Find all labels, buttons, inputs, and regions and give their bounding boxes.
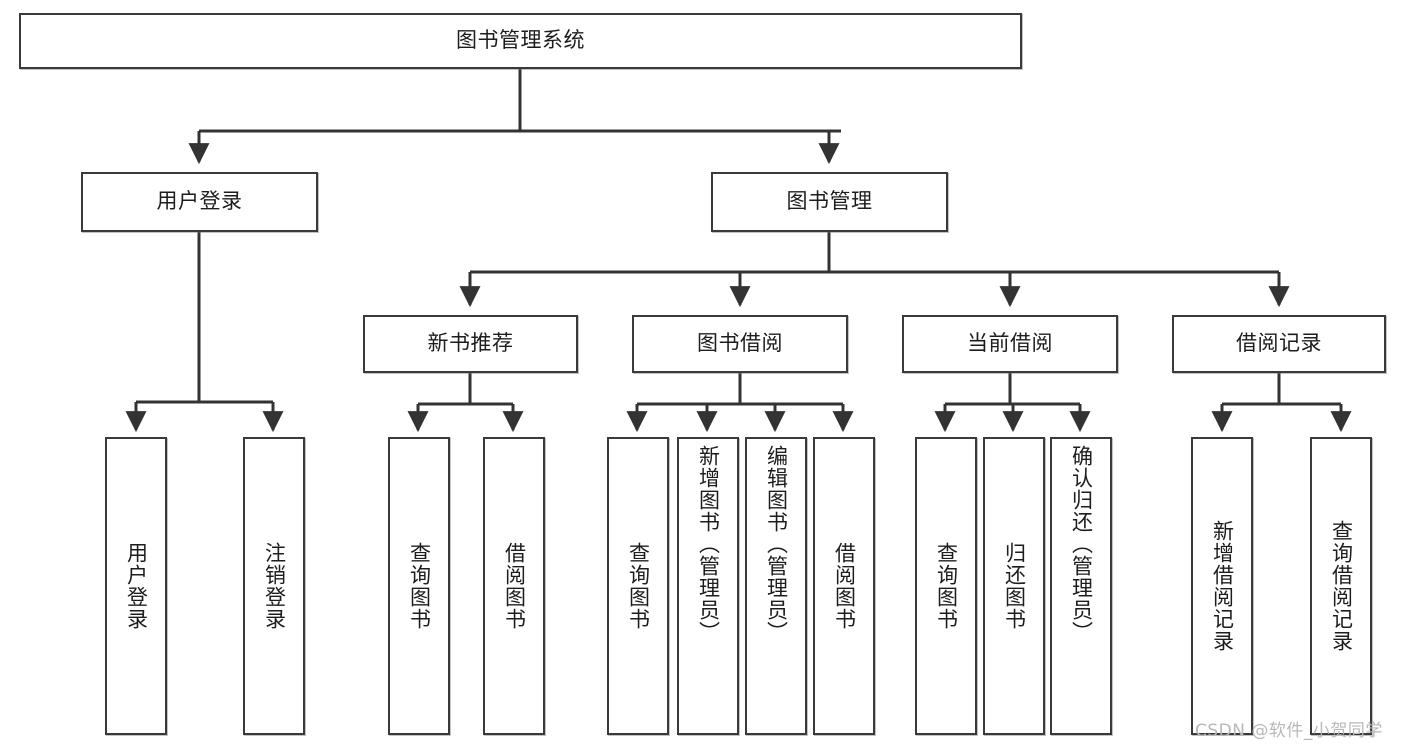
node-label: 借阅图书: [832, 542, 857, 630]
node-label: 用户登录: [124, 542, 149, 630]
leaf-recommend-query-book[interactable]: 查询图书: [388, 437, 450, 735]
node-label: 新增图书（管理员）: [696, 445, 721, 643]
node-new-book-recommendation[interactable]: 新书推荐: [363, 315, 578, 373]
node-label: 查询借阅记录: [1329, 520, 1354, 652]
node-label: 用户登录: [156, 189, 243, 214]
leaf-borrow-add-book-admin[interactable]: 新增图书（管理员）: [677, 437, 739, 735]
node-book-borrowing[interactable]: 图书借阅: [632, 315, 848, 373]
leaf-current-confirm-return-admin[interactable]: 确认归还（管理员）: [1050, 437, 1112, 735]
node-label: 查询图书: [407, 542, 432, 630]
node-label: 借阅图书: [502, 542, 527, 630]
node-label: 借阅记录: [1236, 331, 1322, 356]
node-label: 编辑图书（管理员）: [764, 445, 789, 643]
node-label: 注销登录: [262, 542, 287, 630]
leaf-record-query-borrow-record[interactable]: 查询借阅记录: [1310, 437, 1372, 735]
leaf-record-add-borrow-record[interactable]: 新增借阅记录: [1191, 437, 1253, 735]
node-label: 确认归还（管理员）: [1069, 445, 1094, 643]
node-label: 查询图书: [934, 542, 959, 630]
node-label: 图书管理系统: [456, 28, 585, 53]
leaf-borrow-borrow-book[interactable]: 借阅图书: [813, 437, 875, 735]
leaf-current-query-book[interactable]: 查询图书: [915, 437, 977, 735]
node-label: 新增借阅记录: [1210, 520, 1235, 652]
leaf-current-return-book[interactable]: 归还图书: [983, 437, 1045, 735]
csdn-watermark: CSDN @软件_小贺同学: [1195, 721, 1383, 741]
node-label: 新书推荐: [427, 331, 514, 356]
node-borrowing-records[interactable]: 借阅记录: [1172, 315, 1386, 373]
node-current-borrowing[interactable]: 当前借阅: [902, 315, 1118, 373]
node-label: 图书管理: [786, 189, 873, 214]
leaf-borrow-edit-book-admin[interactable]: 编辑图书（管理员）: [745, 437, 807, 735]
leaf-recommend-borrow-book[interactable]: 借阅图书: [483, 437, 545, 735]
node-label: 查询图书: [626, 542, 651, 630]
node-label: 图书借阅: [697, 331, 783, 356]
node-book-management[interactable]: 图书管理: [711, 172, 948, 232]
leaf-user-login-signout[interactable]: 注销登录: [243, 437, 305, 735]
leaf-borrow-query-book[interactable]: 查询图书: [607, 437, 669, 735]
node-label: 当前借阅: [967, 331, 1053, 356]
leaf-user-login-signin[interactable]: 用户登录: [105, 437, 167, 735]
node-label: 归还图书: [1002, 542, 1027, 630]
node-user-login[interactable]: 用户登录: [81, 172, 318, 232]
node-root-book-management-system[interactable]: 图书管理系统: [19, 13, 1022, 69]
